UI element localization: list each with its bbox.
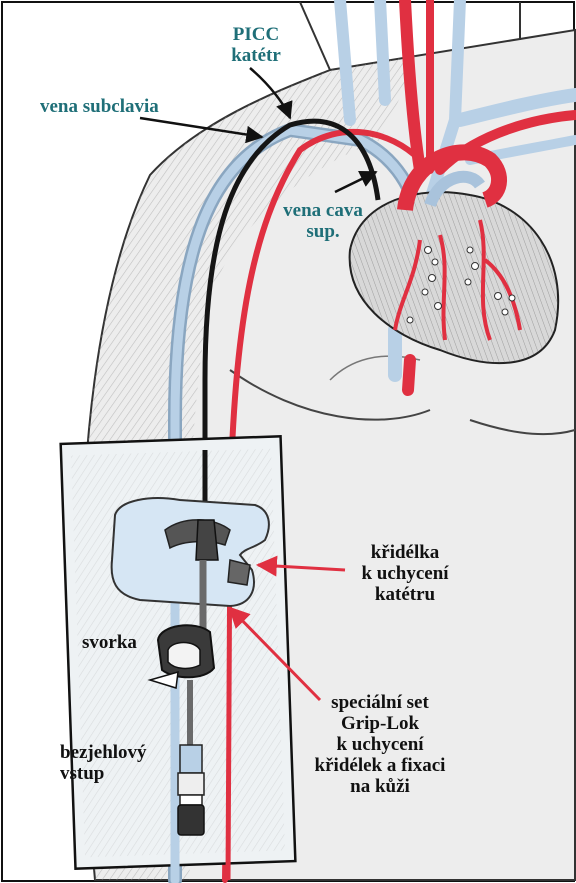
label-set-line-1: speciální set — [290, 692, 470, 713]
label-kridelka: křidélka k uchycení katétru — [340, 542, 470, 605]
label-vena-subclavia-line-1: vena subclavia — [40, 96, 159, 117]
label-bezjehlovy: bezjehlový vstup — [60, 742, 147, 784]
label-kridelka-line-2: k uchycení — [340, 563, 470, 584]
label-set-line-3: k uchycení — [290, 734, 470, 755]
label-picc-line-1: PICC — [208, 24, 304, 45]
needleless-connector-icon — [178, 745, 204, 835]
label-bezjehlovy-line-1: bezjehlový — [60, 742, 147, 763]
label-vena-subclavia: vena subclavia — [40, 96, 159, 117]
label-vena-cava-line-2: sup. — [268, 221, 378, 242]
label-svorka: svorka — [82, 632, 137, 653]
catheter-hub — [196, 520, 218, 560]
label-bezjehlovy-line-2: vstup — [60, 763, 147, 784]
label-picc: PICC katétr — [208, 24, 304, 66]
label-set-line-4: křidélek a fixaci — [290, 755, 470, 776]
label-set-line-5: na kůži — [290, 776, 470, 797]
label-grip-lok-set: speciální set Grip-Lok k uchycení křidél… — [290, 692, 470, 797]
label-set-line-2: Grip-Lok — [290, 713, 470, 734]
label-kridelka-line-1: křidélka — [340, 542, 470, 563]
label-picc-line-2: katétr — [208, 45, 304, 66]
label-vena-cava-line-1: vena cava — [268, 200, 378, 221]
label-svorka-line-1: svorka — [82, 632, 137, 653]
label-kridelka-line-3: katétru — [340, 584, 470, 605]
label-vena-cava: vena cava sup. — [268, 200, 378, 242]
